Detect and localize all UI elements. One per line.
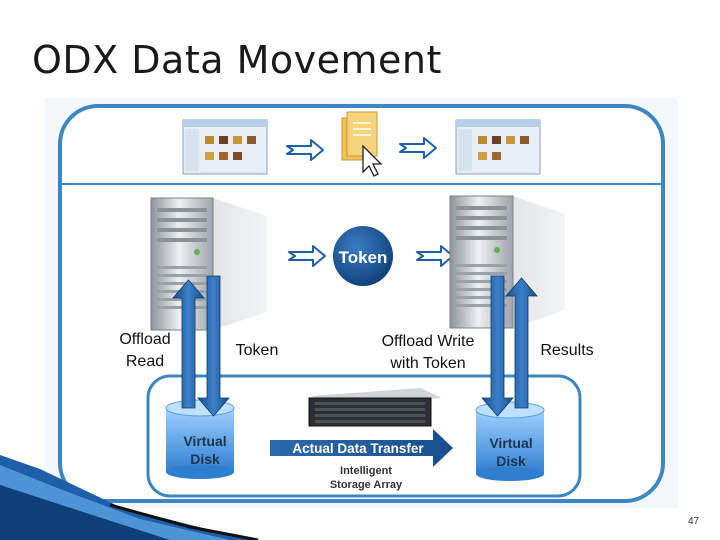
arrow-down-offload-write: [481, 275, 514, 417]
storage-label-line2: Storage Array: [330, 479, 403, 491]
arrow-right-icon: [416, 245, 454, 267]
virtual-disk-right: [475, 401, 545, 481]
arrow-up-offload-read: [172, 279, 205, 409]
offload-read-label: Offload Read: [100, 329, 190, 373]
arrow-right-icon: [286, 139, 324, 161]
slide-number: 47: [688, 516, 700, 527]
diagram-canvas: Token Actual Data Transfer Intelligent S…: [58, 104, 665, 503]
virtual-disk-right-line2: Disk: [496, 453, 526, 469]
virtual-disk-left-line2: Disk: [190, 451, 220, 467]
arrow-down-token: [197, 275, 230, 417]
offload-write-line2: with Token: [390, 355, 466, 372]
arrow-up-results: [505, 277, 538, 409]
offload-write-line1: Offload Write: [381, 333, 475, 350]
results-label: Results: [540, 342, 594, 359]
server-right: [449, 195, 565, 329]
storage-array-icon: [308, 388, 441, 427]
explorer-window-left: [182, 119, 268, 175]
transfer-arrow: [270, 429, 453, 467]
offload-read-line1: Offload: [119, 331, 171, 348]
decorative-swoosh: [0, 455, 259, 540]
virtual-disk-left-line1: Virtual: [183, 433, 226, 449]
virtual-disk-right-line1: Virtual: [489, 435, 532, 451]
storage-label-line1: Intelligent: [340, 465, 392, 477]
storage-frame: [146, 374, 582, 498]
offload-read-line2: Read: [125, 353, 165, 370]
slide-title: ODX Data Movement: [32, 38, 442, 82]
explorer-window-right: [455, 119, 541, 175]
offload-write-label: Offload Write with Token: [368, 331, 488, 375]
transfer-banner-label: Actual Data Transfer: [292, 441, 424, 456]
token-badge-label: Token: [339, 248, 388, 267]
token-badge: [333, 226, 393, 286]
arrow-right-icon: [399, 137, 437, 159]
mouse-pointer-icon: [362, 144, 383, 177]
odx-diagram: Token Actual Data Transfer Intelligent S…: [45, 98, 678, 508]
arrow-right-icon: [288, 245, 326, 267]
folder-icon: [341, 111, 378, 161]
token-label: Token: [235, 342, 279, 359]
